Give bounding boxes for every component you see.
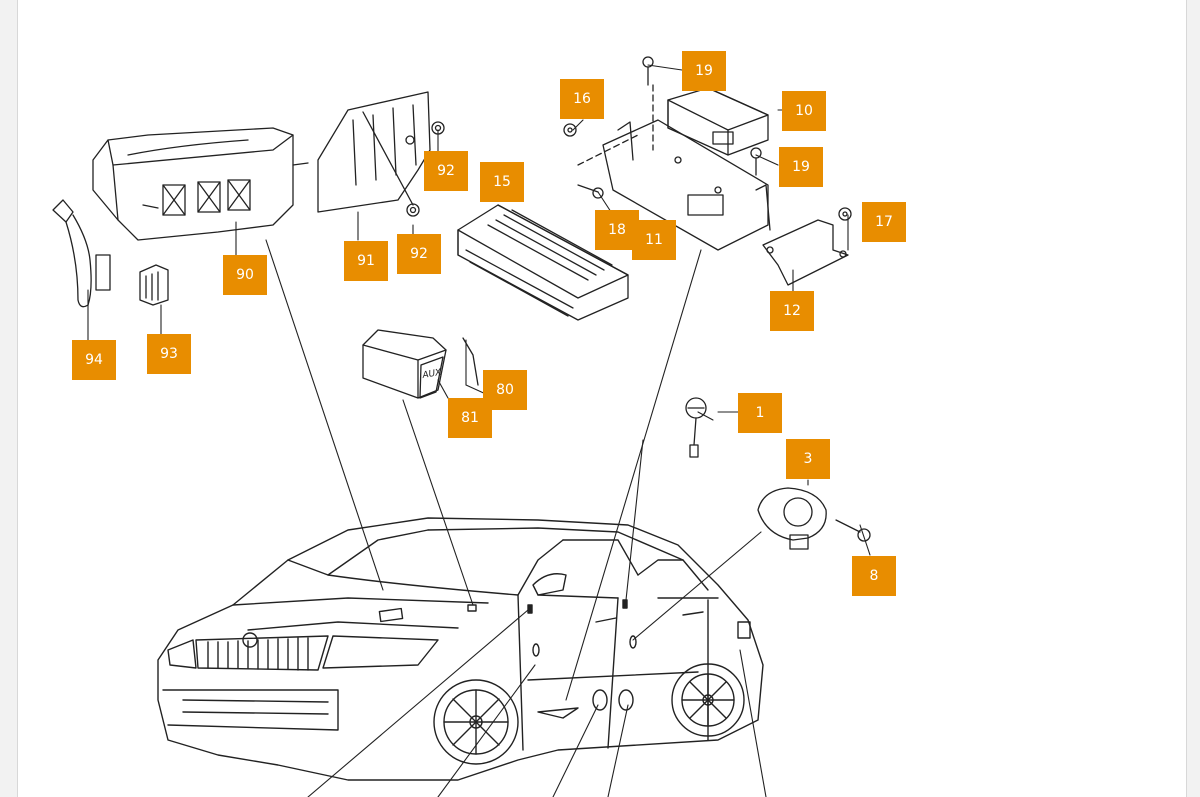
callout-92-upper[interactable]: 92 bbox=[424, 151, 468, 191]
screw-18 bbox=[577, 184, 604, 199]
diagram-sheet: AUX bbox=[17, 0, 1187, 797]
callout-81[interactable]: 81 bbox=[448, 398, 492, 438]
sensor-1 bbox=[685, 397, 707, 458]
screw-8 bbox=[835, 519, 871, 542]
car-outline bbox=[157, 517, 764, 781]
screw-19-right bbox=[750, 147, 762, 176]
callout-3[interactable]: 3 bbox=[786, 439, 830, 479]
mounting-frame-11 bbox=[577, 84, 771, 251]
leader-lines bbox=[87, 64, 871, 797]
callout-15[interactable]: 15 bbox=[480, 162, 524, 202]
callout-1[interactable]: 1 bbox=[738, 393, 782, 433]
exploded-parts-drawing: AUX bbox=[52, 56, 871, 797]
amplifier-15 bbox=[457, 204, 629, 321]
cable-94 bbox=[52, 199, 111, 308]
callout-11[interactable]: 11 bbox=[632, 220, 676, 260]
connector-93 bbox=[139, 264, 169, 306]
callout-18[interactable]: 18 bbox=[595, 210, 639, 250]
callout-93[interactable]: 93 bbox=[147, 334, 191, 374]
aux-socket-80: AUX bbox=[362, 329, 479, 399]
microphone-3 bbox=[757, 487, 827, 550]
nut-17 bbox=[838, 207, 852, 221]
nut-92-upper bbox=[431, 121, 445, 135]
callout-90[interactable]: 90 bbox=[223, 255, 267, 295]
callout-94[interactable]: 94 bbox=[72, 340, 116, 380]
control-unit-90 bbox=[92, 127, 309, 241]
callout-17[interactable]: 17 bbox=[862, 202, 906, 242]
screw-19-top bbox=[642, 56, 654, 86]
callout-92-lower[interactable]: 92 bbox=[397, 234, 441, 274]
nut-92-lower bbox=[406, 203, 420, 217]
nut-16 bbox=[563, 123, 577, 137]
callout-91[interactable]: 91 bbox=[344, 241, 388, 281]
module-10 bbox=[667, 87, 769, 156]
callout-12[interactable]: 12 bbox=[770, 291, 814, 331]
callout-19-right[interactable]: 19 bbox=[779, 147, 823, 187]
callout-10[interactable]: 10 bbox=[782, 91, 826, 131]
aux-label: AUX bbox=[421, 368, 443, 381]
callout-19-top[interactable]: 19 bbox=[682, 51, 726, 91]
bracket-plate-91 bbox=[317, 91, 431, 213]
callout-8[interactable]: 8 bbox=[852, 556, 896, 596]
bracket-12 bbox=[762, 219, 849, 286]
callout-16[interactable]: 16 bbox=[560, 79, 604, 119]
